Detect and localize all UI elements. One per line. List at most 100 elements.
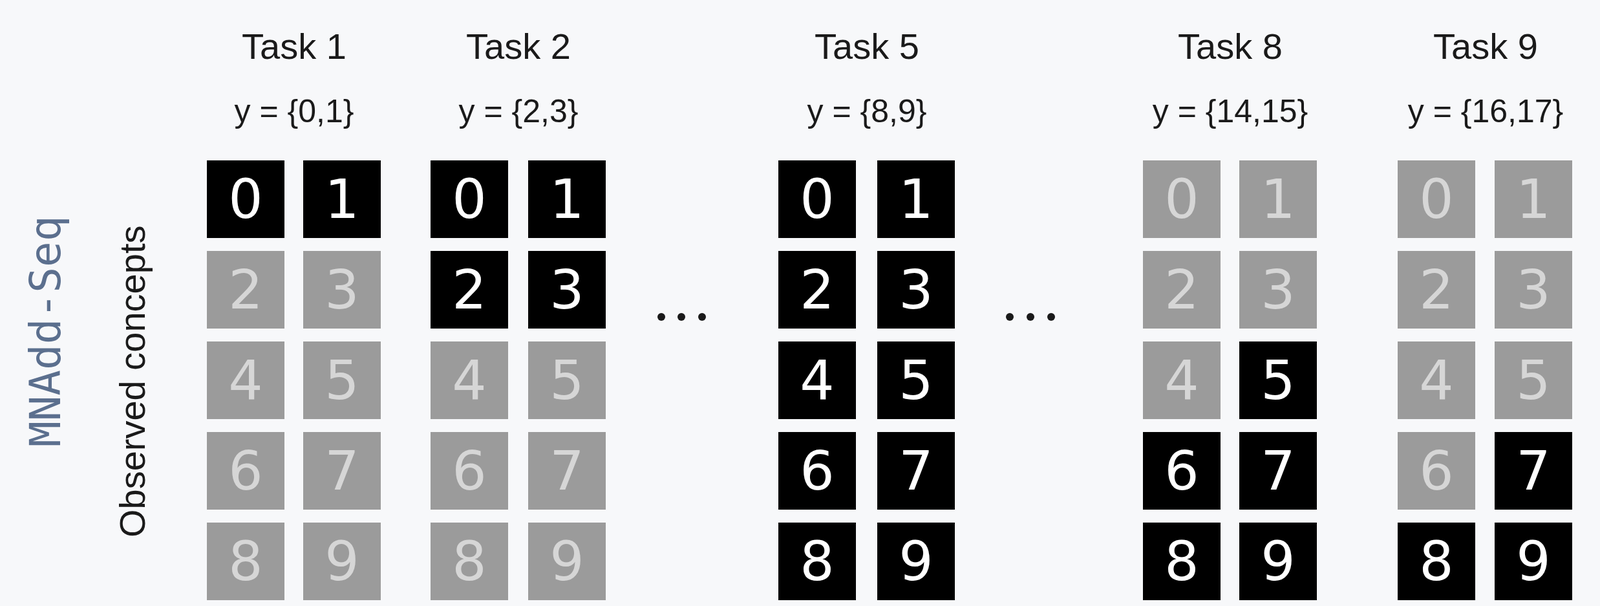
observed-digit-tile: 1 [303,160,381,238]
digit-text: 6 [799,443,834,498]
unobserved-digit-tile: 3 [1494,250,1573,329]
unobserved-digit-tile: 9 [528,522,606,600]
unobserved-digit-tile: 1 [1494,160,1573,238]
digit-text: 3 [1260,262,1295,317]
digit-text: 2 [1164,262,1199,317]
task-label-set: y = {2,3} [458,93,579,130]
digit-text: 4 [1164,352,1199,408]
ellipsis-dot [677,312,686,321]
ellipsis-dot [1005,312,1014,321]
observed-digit-tile: 2 [778,250,856,329]
digit-text: 1 [1260,171,1295,227]
unobserved-digit-tile: 6 [1397,431,1476,510]
observed-digit-tile: 3 [877,250,955,329]
observed-digit-tile: 7 [877,431,955,510]
digit-text: 7 [549,443,584,498]
digit-text: 5 [1260,352,1295,408]
ellipsis-dot [698,312,706,321]
digit-text: 9 [549,533,584,589]
digit-text: 3 [324,262,359,317]
axis-label: Observed concepts [112,225,153,538]
digit-text: 0 [1418,171,1454,227]
unobserved-digit-tile: 0 [1142,160,1221,238]
digit-text: 7 [1515,443,1551,498]
digit-text: 7 [1260,443,1295,498]
digit-text: 8 [451,533,487,589]
unobserved-digit-tile: 7 [303,431,381,510]
digit-text: 7 [898,443,933,498]
digit-text: 4 [1418,352,1454,408]
observed-digit-tile: 7 [1239,431,1317,510]
unobserved-digit-tile: 4 [206,341,285,419]
digit-text: 2 [799,262,834,317]
ellipsis-dot [1026,312,1035,321]
digit-text: 5 [324,352,359,408]
digit-text: 8 [1164,533,1199,589]
digit-text: 0 [799,171,834,227]
digit-text: 8 [1418,533,1454,589]
unobserved-digit-tile: 2 [206,250,285,329]
task-label-set: y = {14,15} [1152,93,1309,130]
digit-text: 7 [324,443,359,498]
digit-text: 8 [228,533,263,589]
observed-digit-tile: 8 [778,522,856,600]
unobserved-digit-tile: 5 [528,341,606,419]
unobserved-digit-tile: 4 [430,341,509,419]
digit-text: 5 [549,352,584,408]
digit-text: 9 [1260,533,1295,589]
task-heading: Task 5 [814,26,920,67]
unobserved-digit-tile: 2 [1397,250,1476,329]
observed-digit-tile: 0 [778,160,856,238]
digit-text: 4 [799,352,834,408]
observed-digit-tile: 9 [877,522,955,600]
unobserved-digit-tile: 3 [1239,250,1317,329]
unobserved-digit-tile: 0 [1397,160,1476,238]
observed-digit-tile: 6 [1142,431,1221,510]
task-heading: Task 8 [1177,26,1283,67]
observed-digit-tile: 3 [528,250,606,329]
observed-digit-tile: 4 [778,341,856,419]
task-heading: Task 2 [466,26,571,67]
task-heading: Task 1 [241,26,347,67]
unobserved-digit-tile: 4 [1142,341,1221,419]
digit-text: 4 [228,352,263,408]
observed-digit-tile: 1 [877,160,955,238]
digit-text: 0 [451,171,487,227]
observed-digit-tile: 9 [1239,522,1317,600]
dataset-name: MNAdd-Seq [22,215,70,447]
digit-text: 1 [1515,171,1551,227]
unobserved-digit-tile: 5 [1494,341,1573,419]
digit-text: 6 [451,443,487,498]
task-label-set: y = {8,9} [807,93,928,130]
unobserved-digit-tile: 7 [528,431,606,510]
digit-text: 6 [1418,443,1454,498]
digit-text: 2 [451,262,487,317]
observed-digit-tile: 8 [1142,522,1221,600]
observed-digit-tile: 5 [1239,341,1317,419]
observed-digit-tile: 1 [528,160,606,238]
digit-text: 0 [228,171,263,227]
digit-text: 3 [898,262,933,317]
observed-digit-tile: 7 [1494,431,1573,510]
unobserved-digit-tile: 2 [1142,250,1221,329]
observed-digit-tile: 5 [877,341,955,419]
unobserved-digit-tile: 5 [303,341,381,419]
digit-text: 1 [898,171,933,227]
digit-text: 1 [324,171,359,227]
unobserved-digit-tile: 8 [430,522,509,600]
digit-text: 2 [1418,262,1454,317]
digit-text: 5 [898,352,933,408]
digit-text: 8 [799,533,834,589]
observed-digit-tile: 6 [778,431,856,510]
digit-text: 1 [549,171,584,227]
unobserved-digit-tile: 6 [206,431,285,510]
unobserved-digit-tile: 3 [303,250,381,329]
observed-digit-tile: 0 [206,160,285,238]
observed-digit-tile: 2 [430,250,509,329]
task-label-set: y = {16,17} [1408,93,1564,130]
ellipsis-dot [657,312,666,321]
digit-text: 6 [228,443,263,498]
ellipsis-dot [1047,312,1056,321]
unobserved-digit-tile: 4 [1397,341,1476,419]
digit-text: 4 [451,352,487,408]
